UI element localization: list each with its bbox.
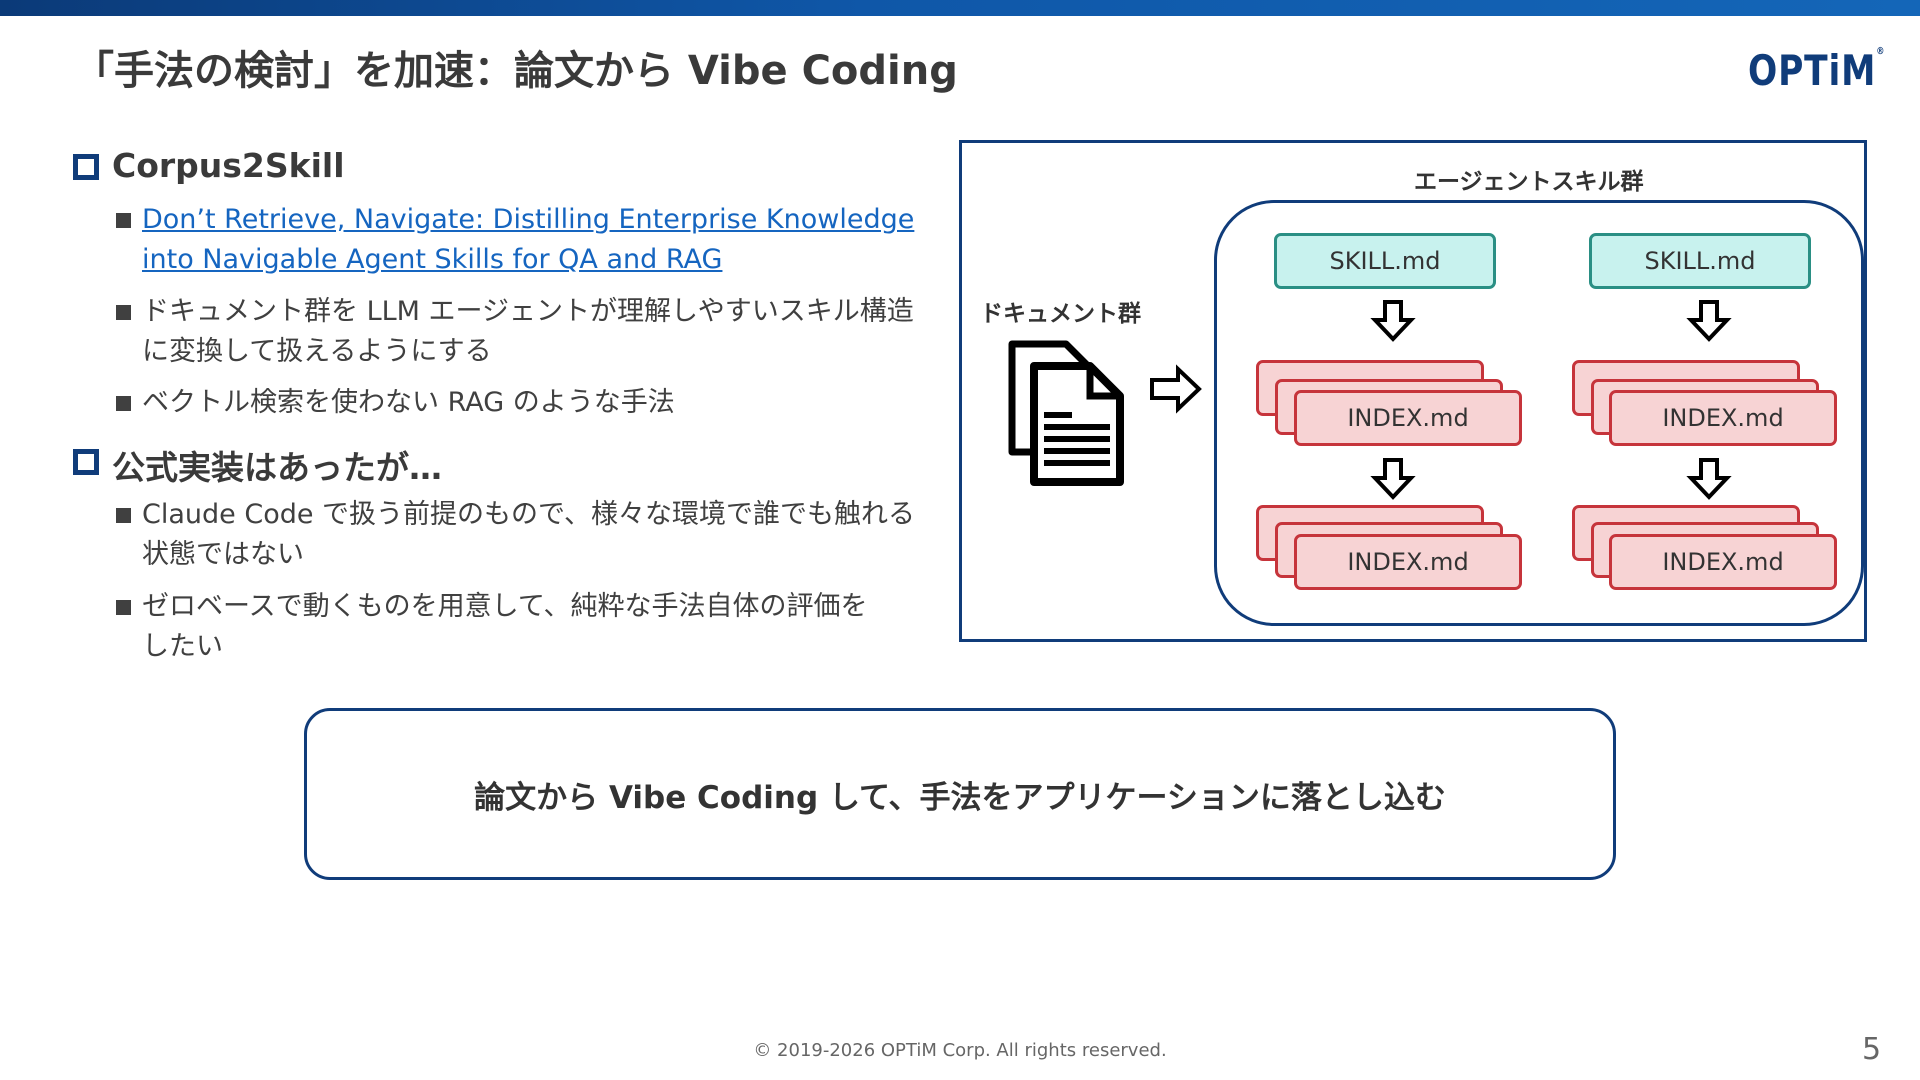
bullet-square-icon [116, 396, 131, 411]
bullet-square-icon [116, 508, 131, 523]
bullet-line: ゼロベースで動くものを用意して、純粋な手法自体の評価を [142, 591, 868, 622]
page-number: 5 [1862, 1032, 1882, 1067]
copyright: © 2019-2026 OPTiM Corp. All rights reser… [753, 1040, 1167, 1061]
index-file-box: INDEX.md [1294, 534, 1522, 590]
bullet-text: Claude Code で扱う前提のもので、様々な環境で誰でも触れる 状態ではな… [142, 495, 915, 575]
hollow-arrow-down-icon [1686, 458, 1732, 500]
bullet-line: ドキュメント群を LLM エージェントが理解しやすいスキル構造 [142, 296, 914, 327]
bullet-square-icon [116, 305, 131, 320]
section-marker-icon [73, 449, 99, 475]
paper-link[interactable]: Don’t Retrieve, Navigate: Distilling Ent… [142, 200, 914, 280]
documents-label: ドキュメント群 [980, 301, 1141, 327]
paper-link-line[interactable]: Don’t Retrieve, Navigate: Distilling Ent… [142, 204, 915, 235]
index-file-box: INDEX.md [1294, 390, 1522, 446]
documents-icon [1008, 340, 1124, 486]
agent-skills-label: エージェントスキル群 [1414, 169, 1644, 195]
bullet-line: したい [142, 631, 223, 662]
logo-registered-mark: ® [1876, 46, 1886, 57]
logo-text: OPTiM [1748, 46, 1877, 95]
index-file-box: INDEX.md [1609, 534, 1837, 590]
optim-logo: OPTiM® [1748, 46, 1885, 95]
bullet-line: 状態ではない [142, 539, 304, 570]
paper-link-line[interactable]: into Navigable Agent Skills for QA and R… [142, 244, 723, 275]
bullet-text: ゼロベースで動くものを用意して、純粋な手法自体の評価を したい [142, 587, 868, 667]
bullet-square-icon [116, 213, 131, 228]
hollow-arrow-down-icon [1370, 300, 1416, 342]
diagram-frame [959, 140, 1867, 642]
section-heading: Corpus2Skill [112, 146, 345, 185]
section-heading: 公式実装はあったが… [112, 448, 442, 487]
index-file-box: INDEX.md [1609, 390, 1837, 446]
skill-file-box: SKILL.md [1589, 233, 1811, 289]
bullet-text: ベクトル検索を使わない RAG のような手法 [142, 383, 675, 423]
summary-text: 論文から Vibe Coding して、手法をアプリケーションに落とし込む [474, 779, 1446, 816]
bullet-line: ベクトル検索を使わない RAG のような手法 [142, 387, 675, 418]
bullet-text: ドキュメント群を LLM エージェントが理解しやすいスキル構造 に変換して扱える… [142, 292, 914, 372]
bullet-line: Claude Code で扱う前提のもので、様々な環境で誰でも触れる [142, 499, 915, 530]
hollow-arrow-right-icon [1150, 364, 1202, 414]
top-accent-bar [0, 0, 1920, 16]
bullet-line: に変換して扱えるようにする [142, 336, 492, 367]
section-marker-icon [73, 154, 99, 180]
hollow-arrow-down-icon [1686, 300, 1732, 342]
hollow-arrow-down-icon [1370, 458, 1416, 500]
summary-box: 論文から Vibe Coding して、手法をアプリケーションに落とし込む [304, 708, 1616, 880]
bullet-square-icon [116, 600, 131, 615]
skill-file-box: SKILL.md [1274, 233, 1496, 289]
slide-title: 「手法の検討」を加速：論文から Vibe Coding [74, 48, 958, 94]
agent-skills-container [1214, 200, 1864, 626]
